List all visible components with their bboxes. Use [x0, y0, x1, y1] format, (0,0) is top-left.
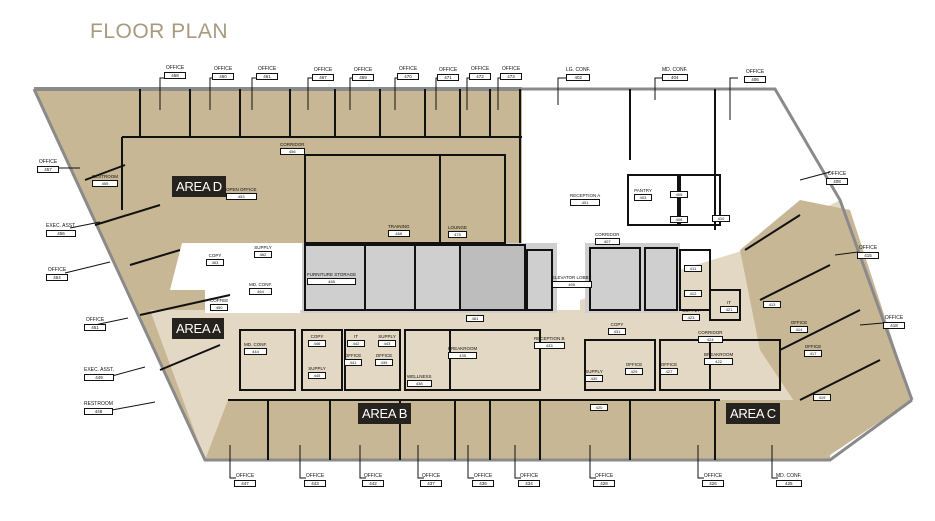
page-title: FLOOR PLAN [90, 20, 229, 43]
room-label: 410 [712, 214, 730, 222]
room-label: 419 [813, 393, 831, 401]
area-d-badge: AREA D [172, 176, 226, 197]
room-label-top: LG. CONF.402 [566, 67, 591, 81]
room-label: 406 [670, 215, 688, 223]
interior-walls [84, 89, 881, 460]
area-b-badge: AREA B [358, 403, 412, 424]
room-label-bottom: MD. CONF.425 [776, 473, 802, 487]
room-label: 420 [590, 403, 608, 411]
area-c-badge: AREA C [726, 403, 780, 424]
building-core [304, 244, 678, 311]
room-label-left: EXEC. ASST.456 [46, 223, 77, 237]
room-label: 405 [670, 190, 688, 198]
room-label: 481 [466, 314, 484, 322]
room-label: MD. CONF.444 [244, 342, 267, 355]
area-a-badge: AREA A [172, 318, 225, 339]
room-label-left: EXEC. ASST.449 [84, 367, 115, 381]
room-label: 411 [684, 264, 702, 272]
room-label-top: MD. CONF.404 [662, 67, 688, 81]
room-label: 413 [763, 300, 781, 308]
exterior-walls [32, 87, 914, 462]
room-label: MD. CONF.464 [249, 282, 272, 295]
room-label: 412 [684, 289, 702, 297]
